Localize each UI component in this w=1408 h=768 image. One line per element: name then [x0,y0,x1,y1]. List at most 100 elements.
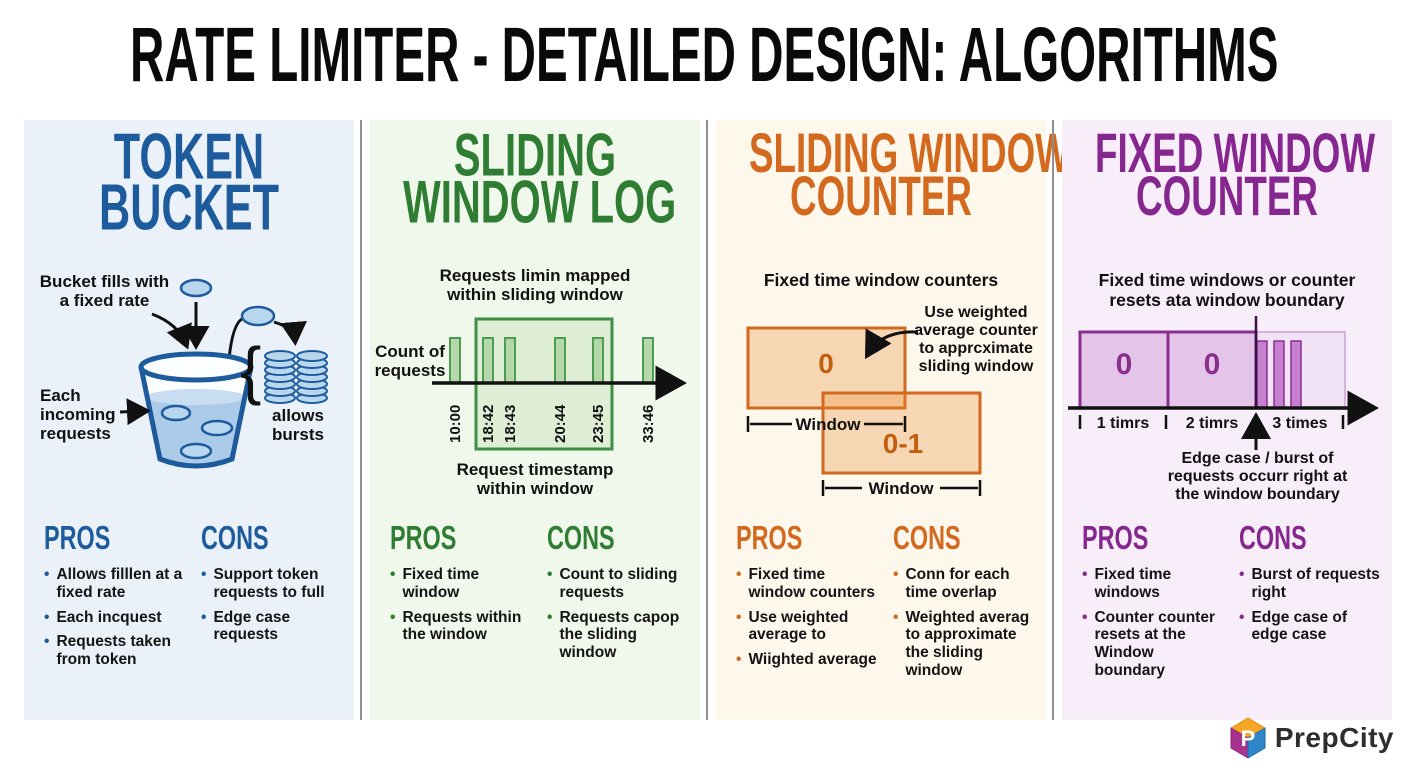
sliding-window-counter-chart: 0 0-1 Window Window [746,326,982,498]
cons-column: CONS •Count to sliding requests •Request… [547,520,690,669]
cons-item: •Conn for each time overlap [893,566,1010,601]
pros-cons: PROS •Fixed time windows •Counter counte… [1082,520,1382,687]
cons-list: •Support token requests to full •Edge ca… [201,566,344,644]
panel-divider [706,120,708,720]
pros-item: •Counter counter resets at the Window bo… [1082,608,1215,680]
pros-item: •Requests taken from token [44,633,172,669]
window-label: Window [796,415,862,434]
window-box-2 [1166,330,1258,410]
counter-value-1: 0 [818,348,834,379]
cons-item: •Count to sliding requests [547,566,678,601]
svg-text:2 timrs: 2 timrs [1186,415,1239,432]
pros-heading: PROS [736,519,803,557]
panel-sliding-window-counter: SLIDING WINDOW COUNTER Fixed time window… [716,120,1070,720]
token-icon [200,419,234,437]
sliding-window-counter-diagram: Fixed time window counters 0 0-1 Window … [716,260,1046,525]
cons-column: CONS •Conn for each time overlap •Weight… [893,520,1036,687]
panel-divider [360,120,362,720]
cons-list: •Burst of requests right •Edge case of e… [1239,566,1382,644]
pros-item: •Use weighted average to [736,608,849,644]
axis-tick-labels: 1 timrs 2 timrs 3 times [1097,415,1328,432]
cons-item: •Requests capop the sliding window [547,608,680,662]
pros-column: PROS •Fixed time window •Requests within… [390,520,533,669]
pros-item: •Fixed time windows [1082,566,1172,601]
window-measure-2 [821,480,982,496]
token-icon [160,404,192,422]
brace-icon: { [240,334,261,406]
svg-text:20:44: 20:44 [552,404,569,443]
cons-heading: CONS [1239,519,1307,557]
svg-text:18:42: 18:42 [480,405,497,443]
panel-title: SLIDING WINDOW COUNTER [749,121,1070,228]
pros-cons: PROS •Fixed time window •Requests within… [390,520,690,669]
pros-cons: PROS •Allows filllen at a fixed rate •Ea… [44,520,344,676]
pros-heading: PROS [390,519,457,557]
panel-sliding-window-log: SLIDING WINDOW LOG 10:00 18:42 [370,120,700,720]
panel-title: TOKEN BUCKET [99,120,279,244]
fill-rate-label: Bucket fills with a fixed rate [39,272,170,311]
bucket-rim [138,351,254,383]
pros-column: PROS •Fixed time window counters •Use we… [736,520,879,687]
svg-text:3 times: 3 times [1272,415,1327,432]
pros-column: PROS •Allows filllen at a fixed rate •Ea… [44,520,187,676]
window-measure-1 [746,416,907,432]
pros-list: •Fixed time windows •Counter counter res… [1082,566,1225,680]
window-label: Window [869,479,935,498]
cons-item: •Support token requests to full [201,566,325,601]
panel-fixed-window-counter: FIXED WINDOW COUNTER Fixed time windows … [1062,120,1392,720]
window-box-2 [821,391,982,475]
pros-item: •Requests within the window [390,608,522,644]
cons-column: CONS •Support token requests to full •Ed… [201,520,344,676]
incoming-arrow [119,398,151,426]
cons-item: •Edge case of edge case [1239,608,1348,644]
pros-list: •Allows filllen at a fixed rate •Each in… [44,566,187,669]
svg-text:23:45: 23:45 [590,405,607,443]
coin-stack-icon [296,350,328,404]
fixed-window-counter-chart: 0 0 1 timrs 2 timrs 3 times [1068,316,1379,450]
timestamp-labels: 10:00 18:42 18:43 20:44 23:45 33:46 [447,404,657,443]
token-icon [179,278,213,298]
incoming-label: Each incoming requests [40,386,116,444]
svg-text:1 timrs: 1 timrs [1097,415,1150,432]
panel-token-bucket: TOKEN BUCKET [24,120,354,720]
count-of-requests-label: Count of requests [374,342,446,381]
panel-subtitle: Fixed time windows or counter resets ata… [1098,270,1356,311]
cons-item: •Edge case requests [201,608,291,644]
bucket-outline [138,366,254,469]
burst-bars [1256,340,1302,409]
pros-item: •Each incquest [44,608,162,626]
pros-item: •Fixed time window [390,566,480,601]
coin-stack-icon [264,350,296,404]
chart-top-label: Requests limin mapped within sliding win… [439,266,631,305]
cons-item: •Burst of requests right [1239,566,1380,601]
fill-rate-arrow [151,312,192,350]
weighted-average-annotation: Use weighted average counter to apprcxim… [914,304,1038,375]
panel-title: SLIDING WINDOW LOG [403,121,677,236]
chart-bottom-label: Request timestamp within window [456,460,614,499]
cons-heading: CONS [547,519,615,557]
svg-text:33:46: 33:46 [640,405,657,443]
pros-cons: PROS •Fixed time window counters •Use we… [736,520,1036,687]
window-box-1 [746,326,907,410]
prepcity-cube-icon: P [1230,717,1266,759]
token-to-stack-arrow [273,320,307,346]
token-bucket-illustration: { [119,278,328,469]
annotation-arrow [864,328,919,360]
brand-name: PrepCity [1274,722,1394,753]
cons-item: •Weighted averag to approximate the slid… [893,608,1030,680]
token-bucket-diagram: { Bucket fills with a fixed rate Each in… [24,260,354,525]
pros-list: •Fixed time window counters •Use weighte… [736,566,879,669]
cons-list: •Conn for each time overlap •Weighted av… [893,566,1036,680]
counter-value-1: 0 [1116,348,1133,381]
pros-column: PROS •Fixed time windows •Counter counte… [1082,520,1225,687]
bursts-label: allows bursts [272,406,324,445]
cons-column: CONS •Burst of requests right •Edge case… [1239,520,1382,687]
svg-text:18:43: 18:43 [502,405,519,443]
pros-heading: PROS [44,519,111,557]
pros-item: •Fixed time window counters [736,566,876,601]
sliding-window-log-chart: 10:00 18:42 18:43 20:44 23:45 33:46 [432,317,687,451]
cons-heading: CONS [201,519,269,557]
water-surface [146,389,246,405]
panel-subtitle: Fixed time window counters [763,270,999,290]
axis-ticks [1078,415,1345,429]
